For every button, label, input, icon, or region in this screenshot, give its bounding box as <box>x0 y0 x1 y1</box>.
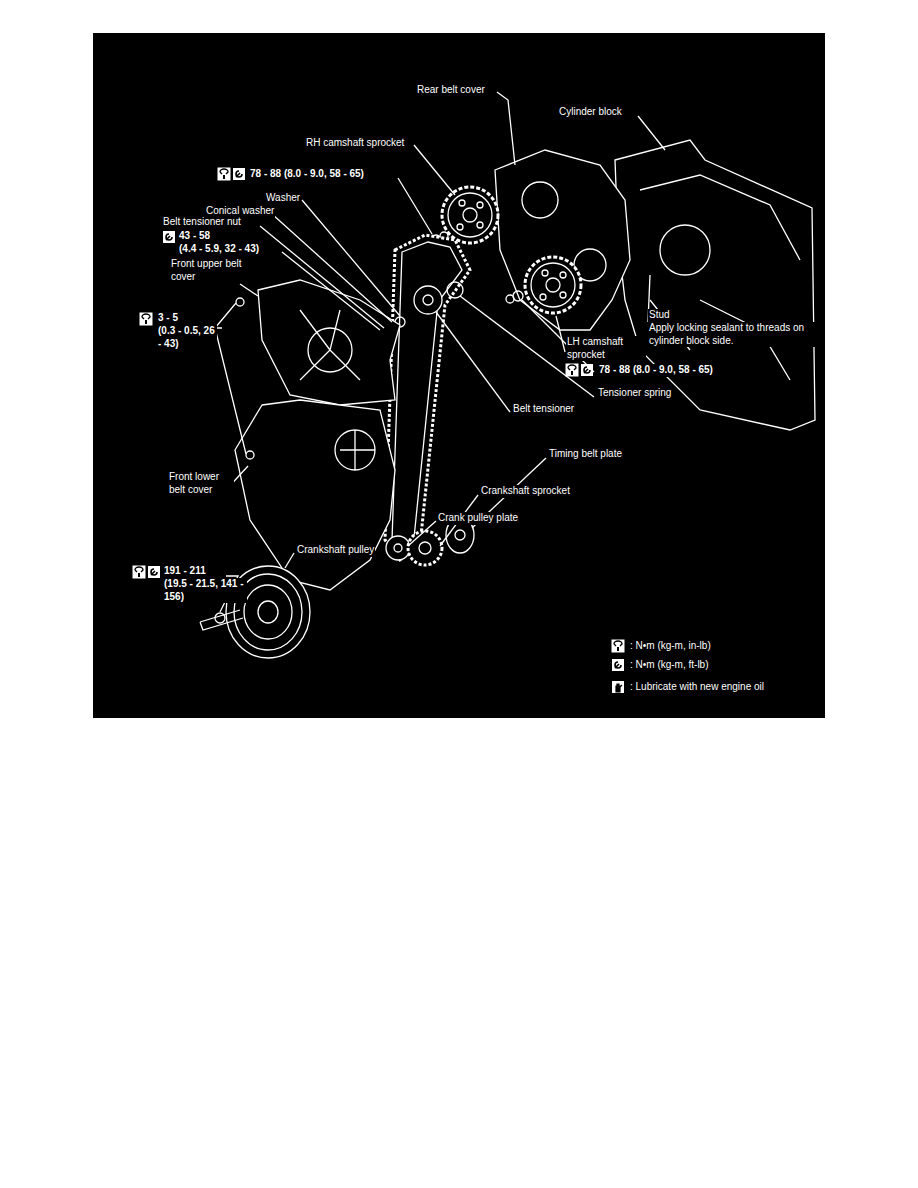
legend-text: : N•m (kg-m, ft-lb) <box>629 659 710 672</box>
torque-spec: 191 - 211 <box>163 565 207 578</box>
part-name: Front lower belt cover <box>168 471 234 496</box>
torque-spec: 78 - 88 (8.0 - 9.0, 58 - 65) <box>249 168 365 181</box>
legend-text: : Lubricate with new engine oil <box>629 681 765 694</box>
note: Apply locking sealant to threads on cyli… <box>648 322 815 347</box>
torque-spec: (4.4 - 5.9, 32 - 43) <box>178 243 260 256</box>
part-name: Crankshaft sprocket <box>480 485 571 498</box>
torque-spec: 43 - 58 <box>178 230 211 243</box>
part-name: Crank pulley plate <box>437 512 519 525</box>
torque-spec: 3 - 5 <box>157 312 179 325</box>
part-name: Cylinder block <box>558 106 623 119</box>
part-name: Timing belt plate <box>548 448 623 461</box>
part-name: LH camshaft sprocket <box>566 336 646 361</box>
part-name: Crankshaft pulley <box>296 544 375 557</box>
part-name: RH camshaft sprocket <box>305 137 405 150</box>
part-name: Belt tensioner nut <box>162 216 242 229</box>
part-name: Front upper belt cover <box>170 258 244 283</box>
part-name: Washer <box>265 192 301 205</box>
torque-spec: 78 - 88 (8.0 - 9.0, 58 - 65) <box>598 364 714 377</box>
part-name: Rear belt cover <box>416 84 486 97</box>
part-name: Belt tensioner <box>512 403 575 416</box>
part-name: Stud <box>648 309 671 322</box>
torque-spec: (19.5 - 21.5, 141 - 156) <box>163 578 247 603</box>
legend-text: : N•m (kg-m, in-lb) <box>629 640 712 653</box>
part-name: Tensioner spring <box>597 387 672 400</box>
torque-spec: (0.3 - 0.5, 26 - 43) <box>157 325 217 350</box>
